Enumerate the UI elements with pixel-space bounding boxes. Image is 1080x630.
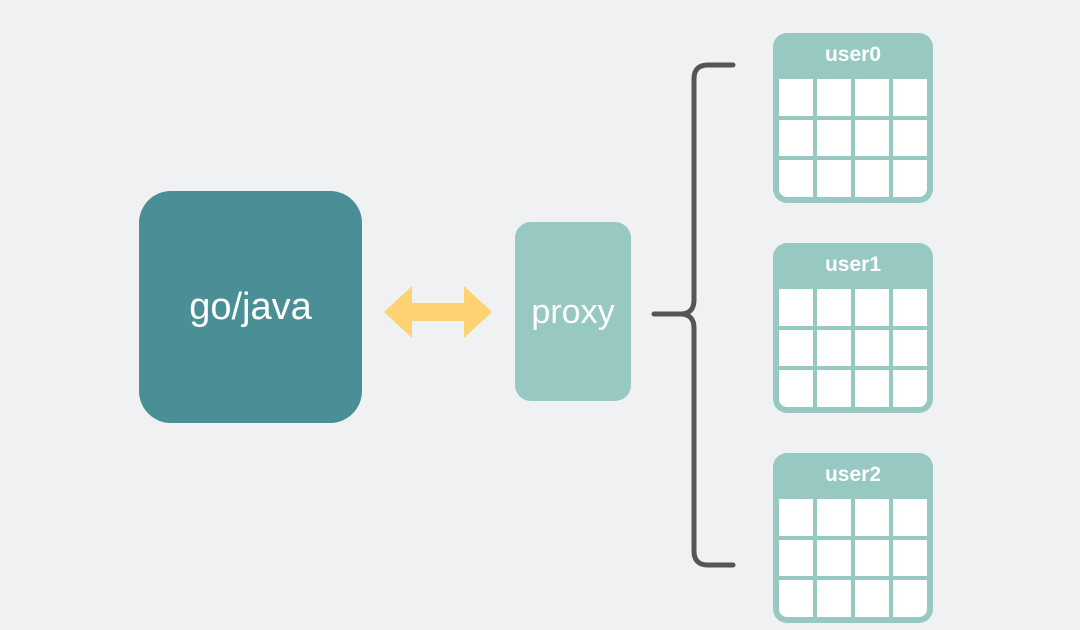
table-cell	[893, 499, 927, 536]
table-title: user2	[824, 463, 882, 486]
table-cell	[855, 119, 889, 157]
table-cell	[893, 79, 927, 116]
table-cell	[855, 370, 889, 407]
table-cell	[779, 119, 813, 157]
table-cell	[779, 329, 813, 367]
table-cell	[779, 370, 813, 407]
table-cell	[817, 289, 851, 326]
table-cell	[779, 289, 813, 326]
table-cell	[817, 79, 851, 116]
table-cell	[817, 370, 851, 407]
table-cell	[855, 289, 889, 326]
table-cell	[893, 329, 927, 367]
proxy-node[interactable]: proxy	[515, 222, 631, 401]
table-cell	[817, 580, 851, 617]
table-card-user0[interactable]: user0	[773, 33, 933, 203]
table-cell	[855, 79, 889, 116]
client-node[interactable]: go/java	[139, 191, 362, 423]
table-cell	[779, 79, 813, 116]
table-cell	[817, 119, 851, 157]
proxy-node-label: proxy	[531, 292, 615, 331]
table-cell	[779, 160, 813, 197]
table-cell	[893, 119, 927, 157]
table-cell	[855, 539, 889, 577]
table-cell	[893, 289, 927, 326]
table-cell	[817, 160, 851, 197]
curly-brace-icon	[648, 62, 744, 580]
table-cell	[893, 539, 927, 577]
table-card-user1[interactable]: user1	[773, 243, 933, 413]
table-cell	[817, 499, 851, 536]
table-cell	[779, 539, 813, 577]
table-title: user1	[824, 253, 882, 276]
table-cell	[893, 580, 927, 617]
table-cell	[855, 160, 889, 197]
table-cell	[855, 329, 889, 367]
table-cell	[779, 499, 813, 536]
table-cell	[855, 499, 889, 536]
table-cell	[817, 329, 851, 367]
table-cell	[779, 580, 813, 617]
table-grid	[779, 289, 927, 407]
table-cell	[893, 160, 927, 197]
client-node-label: go/java	[189, 286, 312, 328]
table-cell	[855, 580, 889, 617]
bidirectional-arrow-icon	[384, 283, 492, 341]
table-card-user2[interactable]: user2	[773, 453, 933, 623]
table-cell	[893, 370, 927, 407]
table-title: user0	[824, 43, 882, 66]
table-grid	[779, 499, 927, 617]
table-grid	[779, 79, 927, 197]
table-cell	[817, 539, 851, 577]
